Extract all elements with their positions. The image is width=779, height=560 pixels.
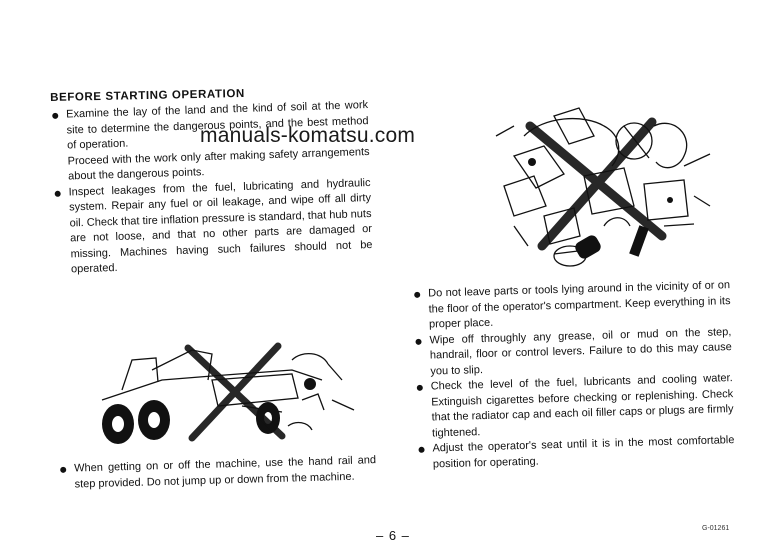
cluttered-cab-crossed-out-illustration <box>495 107 711 267</box>
watermark: manuals-komatsu.com <box>200 124 416 147</box>
bullet-icon <box>52 112 59 119</box>
paragraph: Check the level of the fuel, lubricants … <box>430 372 734 439</box>
motor-grader-crossed-out-illustration <box>101 342 355 444</box>
bullet-icon <box>54 190 61 197</box>
list-item: When getting on or off the machine, use … <box>58 453 377 493</box>
paragraph: Do not leave parts or tools lying around… <box>428 279 731 331</box>
section-heading: BEFORE STARTING OPERATION <box>50 87 245 104</box>
paragraph: Inspect leakages from the fuel, lubricat… <box>68 176 373 276</box>
bullet-icon <box>415 338 422 345</box>
left-column: Examine the lay of the land and the kind… <box>50 98 373 278</box>
paragraph: When getting on or off the machine, use … <box>74 454 377 491</box>
left-bottom-column: When getting on or off the machine, use … <box>58 453 377 493</box>
list-item: Inspect leakages from the fuel, lubricat… <box>52 175 373 278</box>
page-number: – 6 – <box>376 528 410 543</box>
bullet-icon <box>416 384 423 391</box>
list-item: Check the level of the fuel, lubricants … <box>415 371 735 442</box>
list-item: Examine the lay of the land and the kind… <box>50 98 370 185</box>
bullet-icon <box>60 466 67 473</box>
bullet-icon <box>414 291 421 298</box>
right-column: Do not leave parts or tools lying around… <box>412 278 735 473</box>
paragraph: Wipe off throughly any grease, oil or mu… <box>429 325 732 378</box>
figure-code: G-01261 <box>702 525 730 532</box>
bullet-icon <box>418 446 425 453</box>
